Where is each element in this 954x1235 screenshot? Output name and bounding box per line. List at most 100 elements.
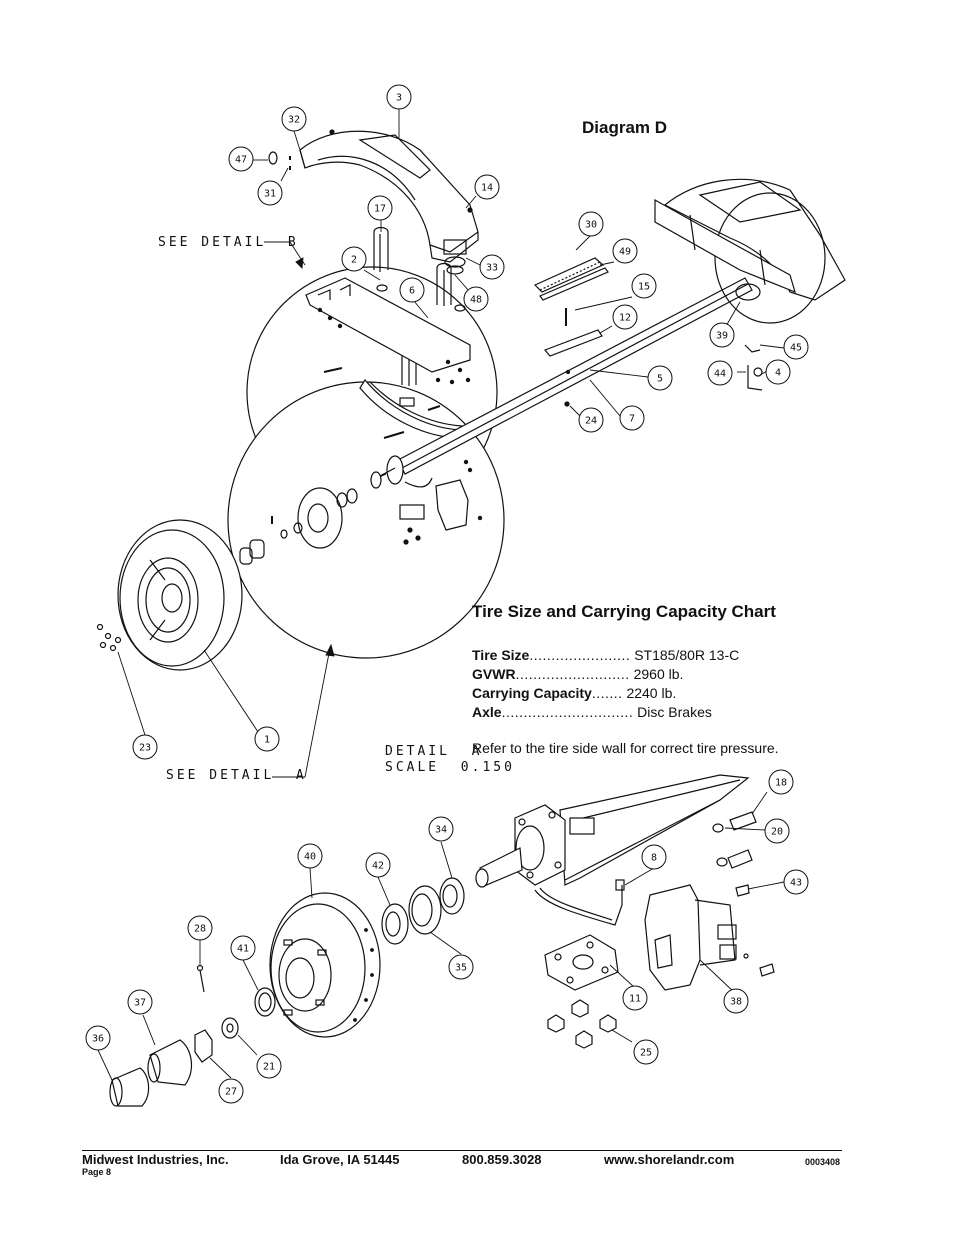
balloon-number: 14	[481, 183, 493, 194]
part-balloon-18: 18	[768, 769, 794, 795]
part-balloon-25: 25	[633, 1039, 659, 1065]
part-balloon-17: 17	[367, 195, 393, 221]
balloon-circle	[764, 818, 790, 844]
balloon-circle	[578, 407, 604, 433]
balloon-circle	[218, 1078, 244, 1104]
part-balloon-38: 38	[723, 988, 749, 1014]
balloon-number: 8	[651, 853, 657, 864]
footer-page-number: Page 8	[82, 1167, 112, 1177]
part-balloon-34: 34	[428, 816, 454, 842]
balloon-number: 12	[619, 313, 631, 324]
lug-nuts	[96, 623, 122, 652]
caliper	[644, 884, 737, 991]
axle-tube	[397, 277, 753, 475]
see-detail-a-label: SEE DETAIL A	[166, 768, 307, 783]
balloon-circle	[132, 734, 158, 760]
part-balloon-49: 49	[612, 238, 638, 264]
balloon-circle	[367, 195, 393, 221]
balloon-circle	[254, 726, 280, 752]
diagram-title: Diagram D	[582, 118, 668, 137]
balloon-number: 21	[263, 1062, 275, 1073]
balloon-number: 48	[470, 295, 482, 306]
caliper-bolts	[712, 811, 775, 977]
see-detail-b-label: SEE DETAIL B	[158, 235, 299, 250]
part-balloon-40: 40	[297, 843, 323, 869]
spindle	[370, 455, 433, 489]
balloon-number: 31	[264, 189, 276, 200]
spec-dots: .......................	[529, 647, 631, 663]
balloon-circle	[647, 365, 673, 391]
spec-row-tire-size: Tire Size....................... ST185/8…	[472, 647, 892, 663]
spec-label: Carrying Capacity	[472, 685, 592, 701]
balloon-number: 25	[640, 1048, 652, 1059]
part-balloon-35: 35	[448, 954, 474, 980]
balloon-circle	[641, 844, 667, 870]
fender-hardware	[268, 151, 291, 170]
part-balloon-4: 4	[765, 359, 791, 385]
part-balloon-7: 7	[619, 405, 645, 431]
part-balloon-15: 15	[631, 273, 657, 299]
balloon-circle	[633, 1039, 659, 1065]
spec-dots: ..............................	[501, 704, 634, 720]
part-balloon-8: 8	[641, 844, 667, 870]
part-balloon-30: 30	[578, 211, 604, 237]
balloon-circle	[386, 84, 412, 110]
spec-value: Disc Brakes	[637, 704, 712, 720]
balloon-number: 36	[92, 1034, 104, 1045]
detail-a-leaders	[97, 791, 785, 1081]
balloon-number: 7	[629, 414, 635, 425]
balloon-number: 27	[225, 1087, 237, 1098]
part-balloon-11: 11	[622, 985, 648, 1011]
hub-hardware	[194, 964, 276, 1063]
brake-line	[534, 879, 625, 926]
balloon-number: 39	[716, 331, 728, 342]
balloon-number: 33	[486, 263, 498, 274]
spec-label: Tire Size	[472, 647, 530, 663]
balloon-number: 11	[629, 994, 641, 1005]
balloon-number: 28	[194, 924, 206, 935]
balloon-circle	[619, 405, 645, 431]
balloon-circle	[709, 322, 735, 348]
spec-label: Axle	[472, 704, 502, 720]
part-balloon-12: 12	[612, 304, 638, 330]
balloon-number: 4	[775, 368, 781, 379]
footer-city: Ida Grove, IA 51445	[280, 1152, 400, 1167]
part-balloon-27: 27	[218, 1078, 244, 1104]
part-balloon-5: 5	[647, 365, 673, 391]
balloon-circle	[341, 246, 367, 272]
part-balloon-42: 42	[365, 852, 391, 878]
part-balloon-37: 37	[127, 989, 153, 1015]
balloon-circle	[783, 334, 809, 360]
balloon-circle	[127, 989, 153, 1015]
balloon-number: 3	[396, 93, 402, 104]
part-balloon-23: 23	[132, 734, 158, 760]
plate	[543, 329, 603, 357]
part-balloon-43: 43	[783, 869, 809, 895]
balloon-circle	[187, 915, 213, 941]
balloon-number: 18	[775, 778, 787, 789]
balloon-number: 37	[134, 998, 146, 1009]
part-balloon-3: 3	[386, 84, 412, 110]
balloon-number: 49	[619, 247, 631, 258]
mounting-plate	[544, 934, 619, 991]
part-balloon-2: 2	[341, 246, 367, 272]
balloon-circle	[281, 106, 307, 132]
part-balloon-28: 28	[187, 915, 213, 941]
detail-a-title: DETAIL A	[385, 744, 483, 759]
balloon-number: 20	[771, 827, 783, 838]
bearings	[381, 877, 465, 945]
balloon-number: 24	[585, 416, 597, 427]
part-balloon-33: 33	[479, 254, 505, 280]
balloon-circle	[463, 286, 489, 312]
balloon-number: 6	[409, 286, 415, 297]
right-hardware	[744, 344, 763, 391]
part-balloon-48: 48	[463, 286, 489, 312]
part-balloon-47: 47	[228, 146, 254, 172]
part-balloon-44: 44	[707, 360, 733, 386]
balloon-circle	[428, 816, 454, 842]
balloon-circle	[783, 869, 809, 895]
spec-value: ST185/80R 13-C	[634, 647, 740, 663]
detail-a-scale: SCALE 0.150	[385, 760, 515, 775]
tire-pressure-note: Refer to the tire side wall for correct …	[472, 740, 779, 756]
